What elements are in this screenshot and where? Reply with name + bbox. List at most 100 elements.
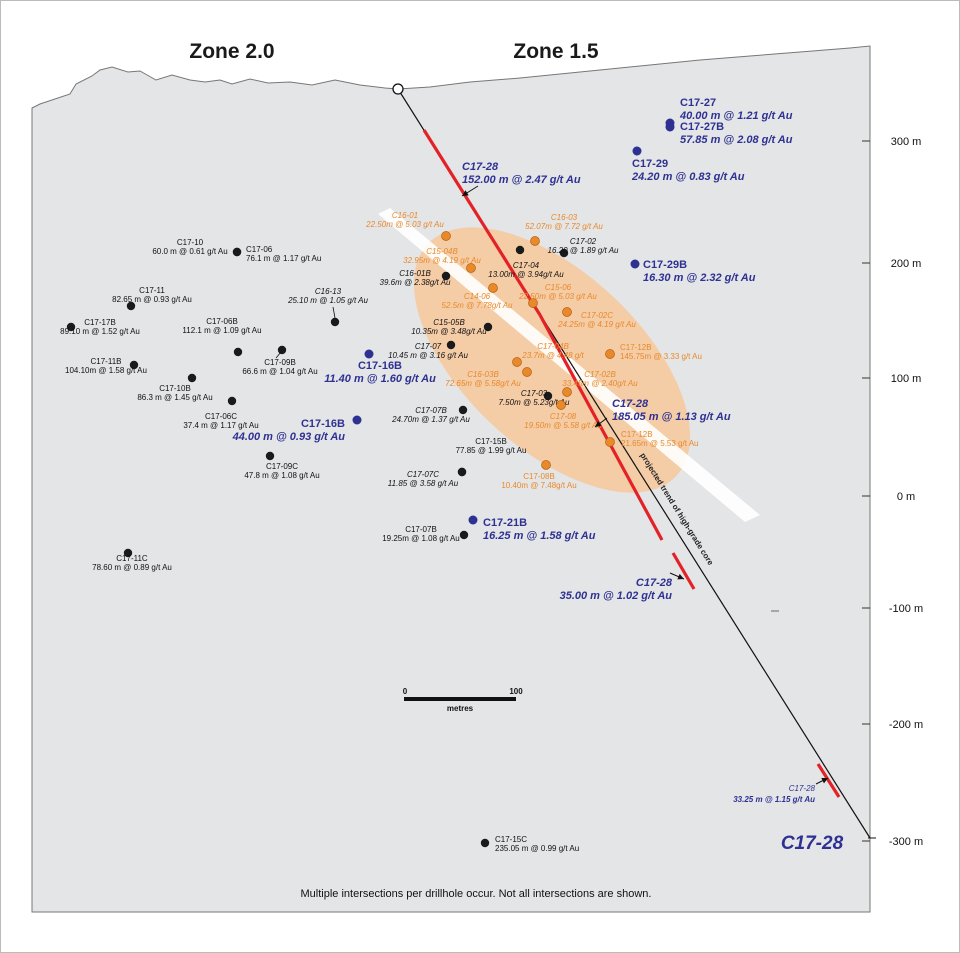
drillhole-symbol — [352, 415, 362, 425]
drillhole-symbol — [364, 349, 374, 359]
drillhole-name: C17-10 — [177, 238, 204, 247]
drillhole-symbol — [277, 345, 287, 355]
high-grade-segment — [538, 314, 664, 541]
drillhole-name: C17-06C — [205, 412, 237, 421]
drillhole-symbol — [515, 245, 525, 255]
intercept-text: 19.25m @ 1.08 g/t Au — [382, 534, 460, 543]
drillhole-name: C17-04B — [537, 342, 569, 351]
high-grade-segment — [671, 552, 696, 590]
drillhole-name: C17-07C — [407, 470, 439, 479]
drillhole-name: C17-08B — [523, 472, 555, 481]
intercept-text: 33.45m @ 2.40g/t Au — [562, 379, 638, 388]
elevation-label: 0 m — [897, 491, 915, 503]
drillhole-name: C17-07B — [405, 525, 437, 534]
drillhole-symbol — [468, 515, 478, 525]
c17-28-arrowhead — [595, 421, 602, 427]
corner-hole-label: C17-28 — [781, 833, 844, 854]
scale-bar-bar — [404, 697, 516, 701]
elevation-label: 100 m — [891, 373, 922, 385]
drillhole-name: C17-04 — [513, 261, 540, 270]
drillhole-name: C15-06 — [545, 283, 572, 292]
intercept-text: 72.65m @ 5.58g/t Au — [445, 379, 521, 388]
drillhole-symbol — [605, 349, 615, 359]
drillhole-name: C17-15C — [495, 835, 527, 844]
c17-28-arrowhead — [462, 190, 469, 196]
intercept-text: 24.70m @ 1.37 g/t Au — [391, 415, 470, 424]
drillhole-symbol — [227, 396, 237, 406]
elevation-label: -200 m — [889, 719, 923, 731]
drillhole-name: C17-29B — [643, 259, 687, 271]
intercept-text: 19.50m @ 5.58 g/t Au — [524, 421, 602, 430]
collar-c17-28 — [392, 83, 404, 95]
intercept-text: 78.60 m @ 0.89 g/t Au — [92, 563, 172, 572]
zone-title-1-5: Zone 1.5 — [513, 40, 599, 63]
intercept-text: 24.25m @ 4.19 g/t Au — [557, 320, 636, 329]
high-grade-segments — [422, 129, 841, 798]
drillhole-name: C17-08 — [550, 412, 577, 421]
drillhole-name: C15-04B — [426, 247, 458, 256]
c17-28-intercept-name: C17-28 — [789, 784, 816, 793]
intercept-text: 16.30 m @ 2.32 g/t Au — [643, 272, 756, 284]
scale-end: 100 — [509, 687, 523, 696]
c17-28-intercept-text: 35.00 m @ 1.02 g/t Au — [560, 590, 673, 602]
drillhole-name: C17-27B — [680, 121, 724, 133]
c17-28-intercept-name: C17-28 — [612, 398, 649, 410]
drillhole-symbol — [466, 263, 476, 273]
footnote: Multiple intersections per drillhole occ… — [301, 888, 652, 900]
intercept-text: 112.1 m @ 1.09 g/t Au — [182, 326, 261, 335]
intercept-text: 10.45 m @ 3.16 g/t Au — [388, 351, 468, 360]
zone-title-2-0: Zone 2.0 — [189, 40, 274, 63]
scale-start: 0 — [403, 687, 408, 696]
drillhole-symbol — [123, 548, 133, 558]
drillhole-name: C17-11C — [116, 554, 148, 563]
drillhole-symbol — [559, 248, 569, 258]
intercept-text: 60.0 m @ 0.61 g/t Au — [152, 247, 227, 256]
drillhole-symbol — [632, 146, 642, 156]
intercept-text: 89.10 m @ 1.52 g/t Au — [60, 327, 140, 336]
intercept-text: 11.85 @ 3.58 g/t Au — [388, 479, 459, 488]
intercept-text: 16.25 m @ 1.58 g/t Au — [483, 530, 596, 542]
intercept-text: 25.10 m @ 1.05 g/t Au — [287, 296, 368, 305]
drillhole-symbol — [459, 530, 469, 540]
scale-unit: metres — [447, 704, 474, 713]
intercept-text: 7.50m @ 5.23g/t Au — [499, 398, 571, 407]
drillhole-name: C15-05B — [433, 318, 465, 327]
intercept-text: 39.6m @ 2.38g/t Au — [380, 278, 452, 287]
drillhole-symbol — [480, 838, 490, 848]
drillhole-symbol — [441, 231, 451, 241]
drillhole-name: C17-02B — [584, 370, 616, 379]
intercept-text: 23.7m @ 4.48 g/t — [521, 351, 584, 360]
drillhole-symbol — [441, 271, 451, 281]
intercept-text: 104.10m @ 1.58 g/t Au — [65, 366, 147, 375]
intercept-text: 86.3 m @ 1.45 g/t Au — [137, 393, 212, 402]
intercept-text: 52.07m @ 7.72 g/t Au — [525, 222, 603, 231]
elevation-label: -100 m — [889, 603, 923, 615]
drillhole-symbol — [446, 340, 456, 350]
drillhole-name: C16-03 — [551, 213, 578, 222]
drillhole-name: C17-16B — [301, 418, 345, 430]
intercept-text: 21.65m @ 5.53 g/t Au — [621, 439, 699, 448]
intercept-text: 57.85 m @ 2.08 g/t Au — [680, 134, 793, 146]
intercept-text: 52.5m @ 7.78g/t Au — [442, 301, 514, 310]
c17-28-intercept-text: 185.05 m @ 1.13 g/t Au — [612, 411, 731, 423]
drillhole-symbol — [232, 247, 242, 257]
drillhole-symbol — [543, 391, 553, 401]
drillhole-name: C17-02 — [570, 237, 597, 246]
elevation-label: 300 m — [891, 136, 922, 148]
drillhole-name: C17-03 — [521, 389, 548, 398]
drillhole-symbol — [556, 400, 566, 410]
intercept-text: 10.40m @ 7.48g/t Au — [501, 481, 576, 490]
label-leader — [332, 306, 336, 319]
drillhole-name: C17-10B — [159, 384, 191, 393]
high-grade-segment — [816, 763, 841, 798]
intercept-text: 32.95m @ 4.19 g/t Au — [403, 256, 481, 265]
drillhole-symbol — [265, 451, 275, 461]
intercept-text: 22.50m @ 5.03 g/t Au — [518, 292, 597, 301]
drillhole-name: C16-01 — [392, 211, 418, 220]
intercept-text: 77.85 @ 1.99 g/t Au — [456, 446, 527, 455]
intercept-text: 11.40 m @ 1.60 g/t Au — [324, 373, 436, 385]
elevation-label: -300 m — [889, 836, 923, 848]
drillhole-symbol — [488, 283, 498, 293]
